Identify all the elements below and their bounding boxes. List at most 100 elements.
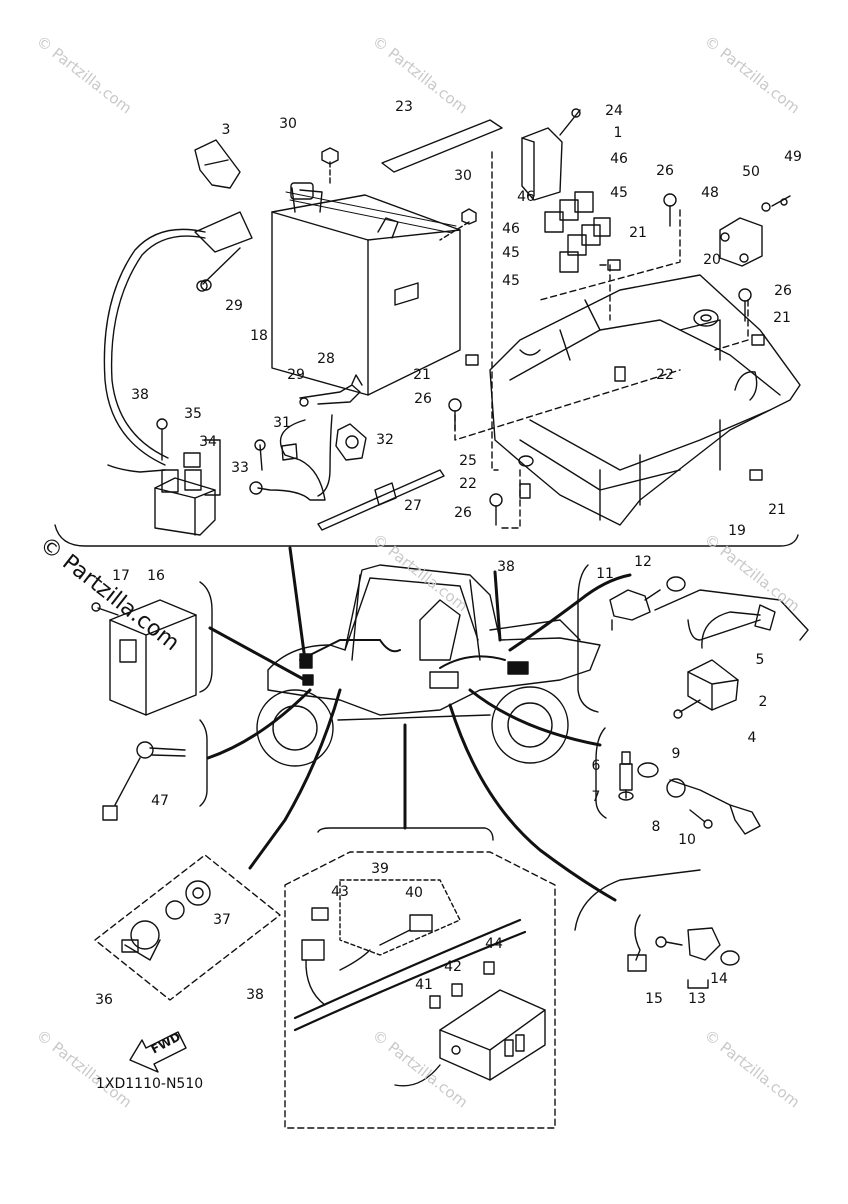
callout-46: 46 bbox=[517, 189, 535, 205]
callout-14: 14 bbox=[710, 971, 728, 987]
callout-41: 41 bbox=[415, 977, 433, 993]
callout-1: 1 bbox=[613, 125, 623, 141]
ecu-unit bbox=[521, 108, 581, 201]
callout-31: 31 bbox=[273, 415, 291, 431]
callout-26: 26 bbox=[774, 283, 792, 299]
callout-3: 3 bbox=[221, 122, 231, 138]
callout-26: 26 bbox=[414, 391, 432, 407]
starter-relay bbox=[154, 418, 221, 536]
callout-17: 17 bbox=[112, 568, 130, 584]
callout-21: 21 bbox=[629, 225, 647, 241]
callout-22: 22 bbox=[459, 476, 477, 492]
cable-tie-27 bbox=[317, 469, 445, 531]
wire-28 bbox=[299, 384, 361, 405]
washer-7 bbox=[618, 791, 634, 801]
callout-15: 15 bbox=[645, 991, 663, 1007]
callout-42: 42 bbox=[444, 959, 462, 975]
fuse-tray bbox=[489, 274, 801, 526]
diagram-code: 1XD1110-N510 bbox=[96, 1076, 204, 1092]
callout-6: 6 bbox=[591, 758, 601, 774]
callout-4: 4 bbox=[747, 730, 757, 746]
clamp-3 bbox=[194, 139, 241, 189]
callout-27: 27 bbox=[404, 498, 422, 514]
bolt-26-d bbox=[489, 493, 503, 526]
callout-37: 37 bbox=[213, 912, 231, 928]
callout-48: 48 bbox=[701, 185, 719, 201]
callout-26: 26 bbox=[454, 505, 472, 521]
callout-25: 25 bbox=[459, 453, 477, 469]
callout-34: 34 bbox=[199, 434, 217, 450]
callout-20: 20 bbox=[703, 252, 721, 268]
callout-11: 11 bbox=[596, 566, 614, 582]
callout-16: 16 bbox=[147, 568, 165, 584]
callout-26: 26 bbox=[656, 163, 674, 179]
callout-45: 45 bbox=[610, 185, 628, 201]
callout-5: 5 bbox=[755, 652, 765, 668]
coil-2 bbox=[673, 659, 739, 719]
callout-38: 38 bbox=[497, 559, 515, 575]
nut-30-right bbox=[461, 208, 477, 225]
bolt-26-a bbox=[663, 193, 677, 227]
callout-32: 32 bbox=[376, 432, 394, 448]
callout-10: 10 bbox=[678, 832, 696, 848]
callout-2: 2 bbox=[758, 694, 768, 710]
callout-36: 36 bbox=[95, 992, 113, 1008]
sensor-8 bbox=[637, 762, 761, 835]
callout-38: 38 bbox=[131, 387, 149, 403]
callout-43: 43 bbox=[331, 884, 349, 900]
callout-33: 33 bbox=[231, 460, 249, 476]
battery-cable-38 bbox=[103, 228, 206, 466]
spark-plug-6 bbox=[619, 751, 633, 799]
callout-46: 46 bbox=[502, 221, 520, 237]
callout-21: 21 bbox=[773, 310, 791, 326]
callout-24: 24 bbox=[605, 103, 623, 119]
callout-7: 7 bbox=[591, 789, 601, 805]
callout-40: 40 bbox=[405, 885, 423, 901]
clamp-32 bbox=[335, 423, 367, 461]
grommet-20 bbox=[693, 309, 719, 327]
vehicle-body bbox=[256, 564, 601, 767]
callout-30: 30 bbox=[279, 116, 297, 132]
callout-39: 39 bbox=[371, 861, 389, 877]
sensor-48 bbox=[719, 195, 791, 267]
callout-47: 47 bbox=[151, 793, 169, 809]
callout-13: 13 bbox=[688, 991, 706, 1007]
callout-28: 28 bbox=[317, 351, 335, 367]
callout-8: 8 bbox=[651, 819, 661, 835]
callout-49: 49 bbox=[784, 149, 802, 165]
fwd-arrow bbox=[129, 1031, 187, 1073]
grommet-25 bbox=[518, 455, 534, 467]
harness-detail bbox=[293, 907, 546, 1087]
callout-18: 18 bbox=[250, 328, 268, 344]
callout-9: 9 bbox=[671, 746, 681, 762]
callout-45: 45 bbox=[502, 273, 520, 289]
callout-21: 21 bbox=[413, 367, 431, 383]
bolt-26-b bbox=[738, 288, 752, 322]
bolt-26-c bbox=[448, 398, 462, 431]
callout-22: 22 bbox=[656, 367, 674, 383]
callout-46: 46 bbox=[610, 151, 628, 167]
nut-30-left bbox=[321, 147, 339, 165]
sensor-13 bbox=[627, 914, 740, 972]
battery bbox=[271, 182, 461, 396]
clip-22-a bbox=[614, 366, 626, 382]
module-16 bbox=[91, 599, 197, 716]
cap-5 bbox=[654, 589, 809, 649]
callout-50: 50 bbox=[742, 164, 760, 180]
switch-36-37 bbox=[121, 880, 211, 961]
callout-45: 45 bbox=[502, 245, 520, 261]
relay-cluster bbox=[544, 191, 611, 273]
sensor-47 bbox=[102, 741, 186, 821]
callout-21: 21 bbox=[768, 502, 786, 518]
clip-22-b bbox=[519, 483, 531, 499]
battery-strap bbox=[381, 119, 503, 173]
callout-44: 44 bbox=[485, 936, 503, 952]
sensor-11-12 bbox=[609, 576, 686, 631]
callout-38: 38 bbox=[246, 987, 264, 1003]
callout-12: 12 bbox=[634, 554, 652, 570]
callout-29: 29 bbox=[225, 298, 243, 314]
callout-35: 35 bbox=[184, 406, 202, 422]
callout-19: 19 bbox=[728, 523, 746, 539]
